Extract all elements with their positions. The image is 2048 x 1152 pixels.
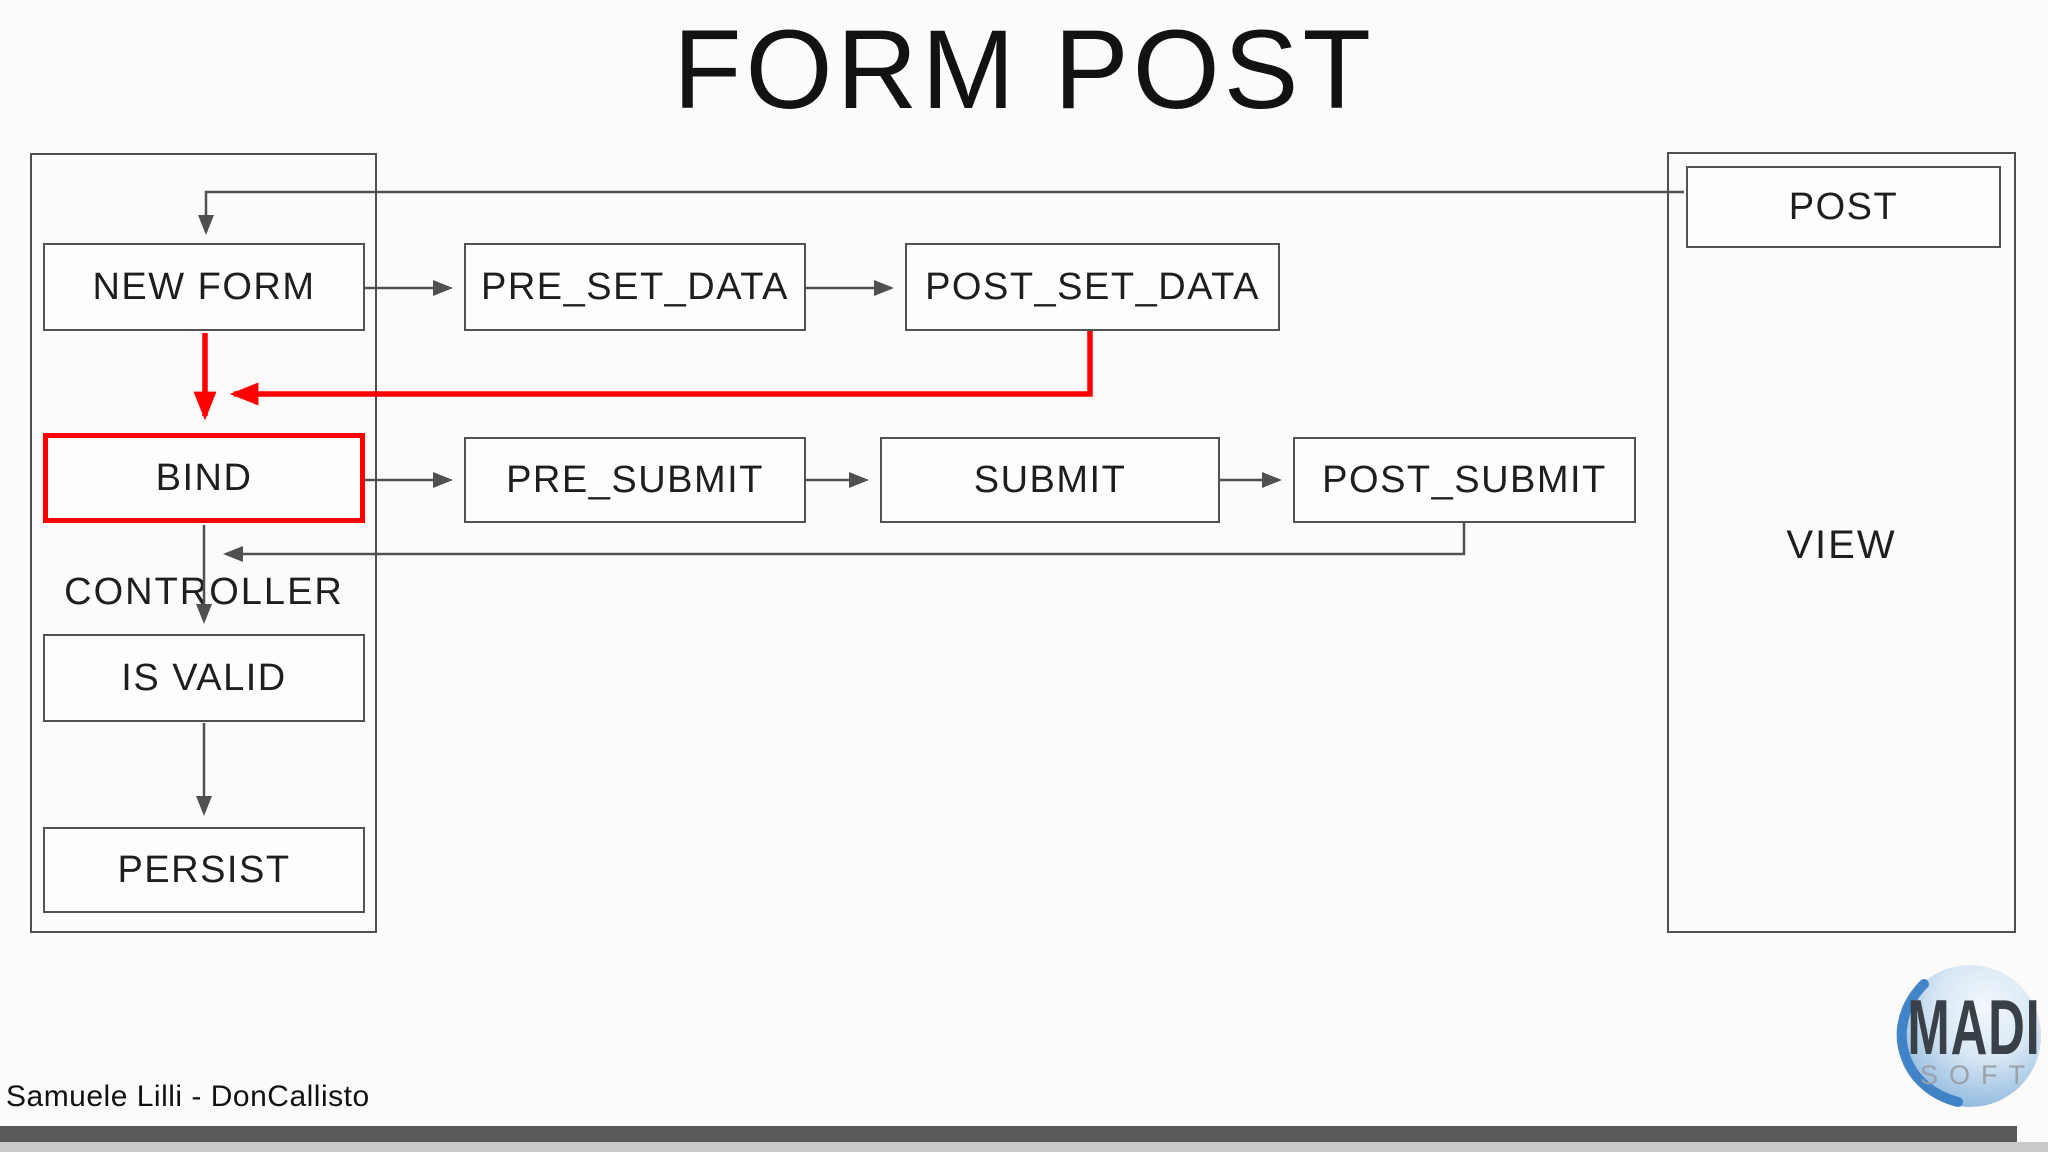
arrow-post-to-new-form [198,190,1684,235]
page-title: FORM POST [673,7,1375,132]
arrow-post-submit-return [223,523,1466,562]
node-is-valid: IS VALID [43,634,365,722]
node-pre-set-data: PRE_SET_DATA [464,243,806,331]
logo-circle [1899,965,2041,1107]
node-persist: PERSIST [43,827,365,913]
node-post-set-data: POST_SET_DATA [905,243,1280,331]
footer-credit: Samuele Lilli - DonCallisto [6,1080,370,1113]
bottom-edge-strip [0,1142,2048,1152]
controller-group-label: CONTROLLER [64,570,344,613]
madisoft-logo: MADI SOFT [1896,965,2041,1107]
node-submit: SUBMIT [880,437,1220,523]
logo-text-madi: MADI [1907,984,2040,1070]
node-new-form: NEW FORM [43,243,365,331]
logo-text-soft: SOFT [1920,1060,2036,1090]
logo-brush-arc [1896,979,1963,1107]
node-pre-submit: PRE_SUBMIT [464,437,806,523]
node-bind-highlighted: BIND [43,433,365,523]
node-post-submit: POST_SUBMIT [1293,437,1636,523]
bottom-bar [0,1126,2017,1142]
view-group-label: VIEW [1786,522,1897,567]
node-post: POST [1686,166,2001,248]
view-group-box [1667,152,2016,933]
